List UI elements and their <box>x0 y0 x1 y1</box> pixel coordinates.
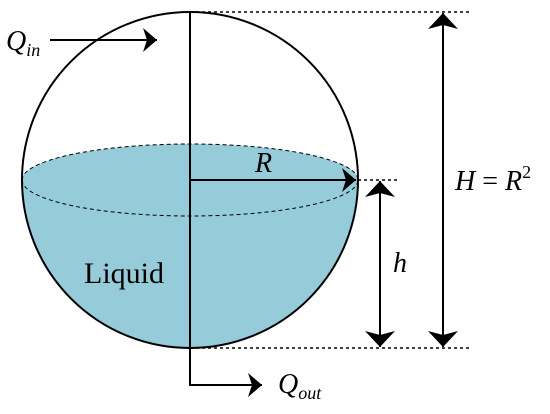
q-out-label: Qout <box>278 369 322 403</box>
level-label: h <box>393 248 407 279</box>
height-equation-label: H = R2 <box>454 162 531 197</box>
radius-label: R <box>254 148 272 179</box>
liquid-label: Liquid <box>84 257 164 290</box>
q-in-label: Qin <box>6 26 40 60</box>
